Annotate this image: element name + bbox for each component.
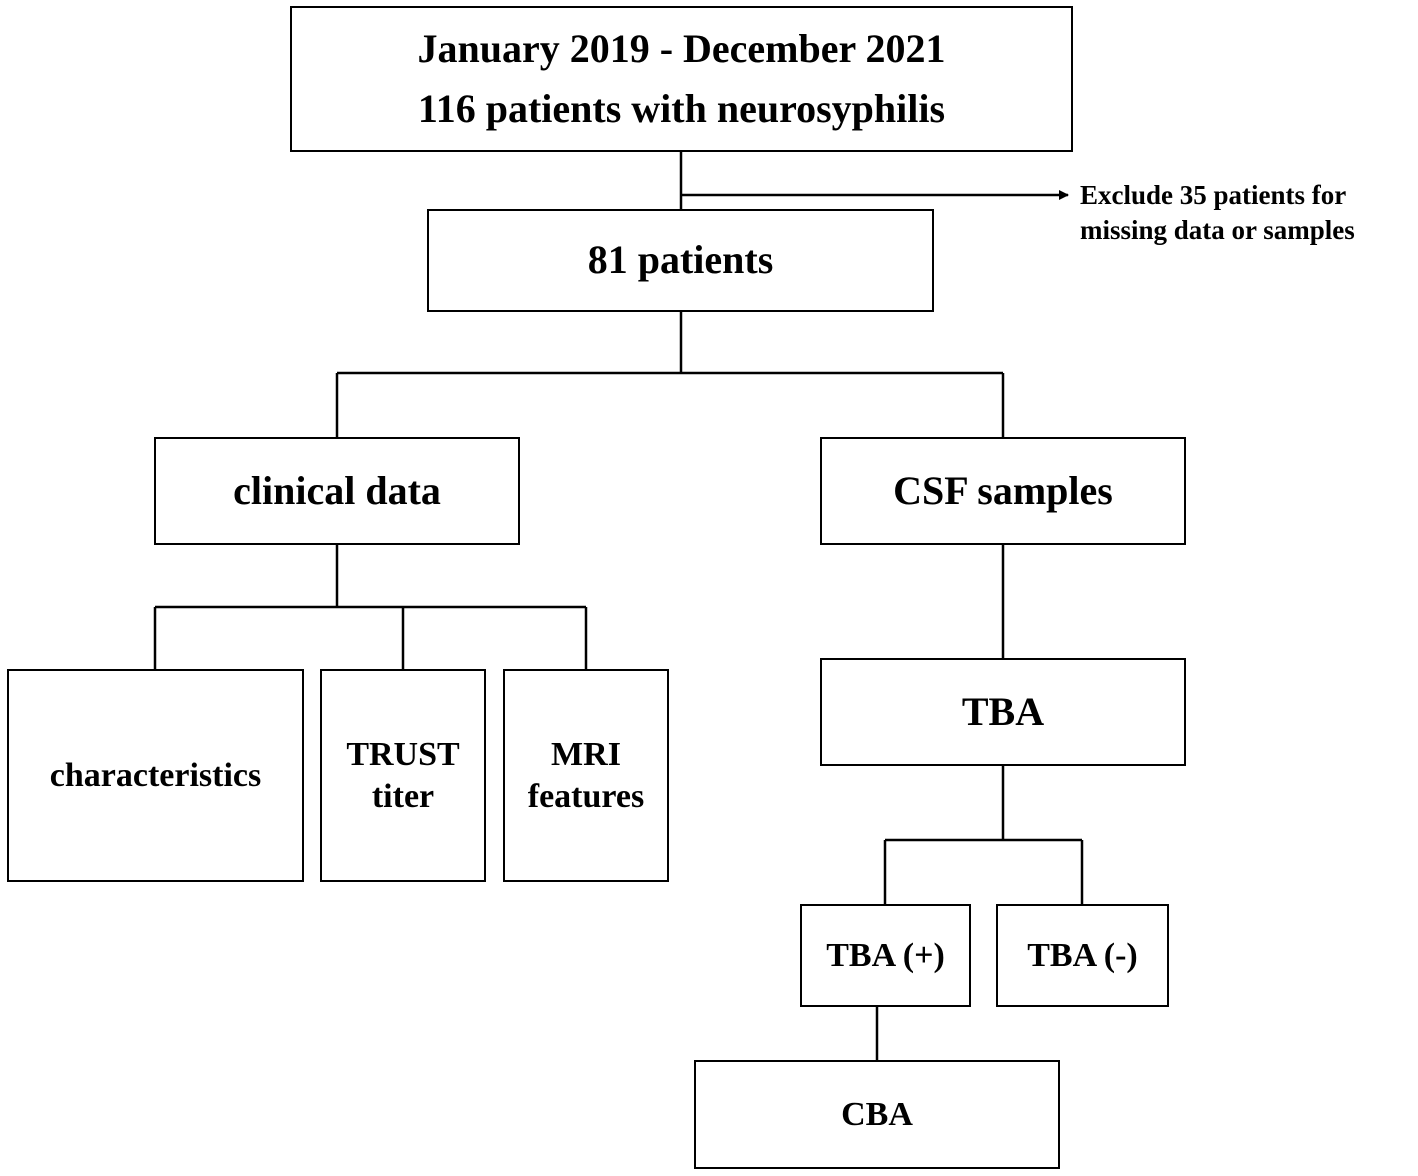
box-study-period: January 2019 - December 2021 116 patient…	[290, 6, 1073, 152]
tba-positive-label: TBA (+)	[826, 936, 945, 974]
box-tba-positive: TBA (+)	[800, 904, 971, 1007]
remaining-patients-label: 81 patients	[587, 237, 774, 283]
cba-label: CBA	[841, 1095, 913, 1133]
box-mri-features: MRI features	[503, 669, 669, 882]
trust-label-line-2: titer	[371, 777, 435, 815]
csf-samples-label: CSF samples	[893, 467, 1113, 513]
box-tba-negative: TBA (-)	[996, 904, 1169, 1007]
box-cba: CBA	[694, 1060, 1060, 1169]
tba-label: TBA	[961, 688, 1045, 734]
exclusion-note: Exclude 35 patients for missing data or …	[1080, 178, 1418, 248]
box-tba: TBA	[820, 658, 1186, 766]
box-clinical-data: clinical data	[154, 437, 520, 545]
box-characteristics: characteristics	[7, 669, 304, 882]
total-patients-label: 116 patients with neurosyphilis	[417, 86, 946, 131]
box-csf-samples: CSF samples	[820, 437, 1186, 545]
box-remaining-patients: 81 patients	[427, 209, 934, 312]
study-period-label: January 2019 - December 2021	[417, 26, 946, 71]
exclusion-line-2: missing data or samples	[1080, 215, 1355, 246]
tba-negative-label: TBA (-)	[1027, 936, 1138, 974]
mri-label-line-1: MRI	[551, 736, 621, 774]
clinical-data-label: clinical data	[233, 467, 441, 513]
trust-label-line-1: TRUST	[346, 736, 460, 774]
exclusion-line-1: Exclude 35 patients for	[1080, 180, 1347, 210]
box-trust-titer: TRUST titer	[320, 669, 486, 882]
mri-label-line-2: features	[527, 777, 645, 815]
characteristics-label: characteristics	[49, 756, 262, 794]
